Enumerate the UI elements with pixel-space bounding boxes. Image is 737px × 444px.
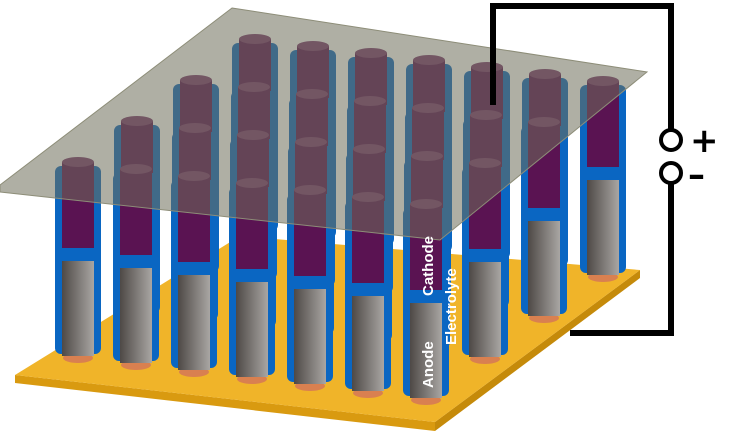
- anode-rod: [587, 180, 619, 275]
- positive-terminal: [659, 128, 683, 152]
- cathode-current-collector-plate: [0, 7, 649, 241]
- positive-sign: +: [690, 121, 719, 161]
- external-circuit: + –: [490, 3, 719, 336]
- pillar: [229, 178, 275, 384]
- substrate-front-edge: [15, 375, 435, 431]
- anode-rod: [410, 303, 442, 398]
- cathode-label: Cathode: [420, 236, 437, 296]
- positive-wire: [490, 3, 674, 130]
- negative-sign: –: [688, 155, 705, 195]
- substrate-side-edge: [435, 270, 640, 431]
- anode-label: Anode: [420, 341, 437, 388]
- negative-wire: [570, 182, 674, 336]
- anode-rod: [294, 289, 326, 384]
- negative-terminal: [659, 161, 683, 185]
- anode-rod: [120, 268, 152, 363]
- anode-rod: [236, 282, 268, 377]
- anode-rod: [469, 262, 501, 357]
- anode-rod: [352, 296, 384, 391]
- electrolyte-label: Electrolyte: [443, 268, 460, 345]
- anode-rod: [178, 275, 210, 370]
- anode-rod: [62, 261, 94, 356]
- pillar: [287, 185, 333, 391]
- anode-rod: [528, 221, 560, 316]
